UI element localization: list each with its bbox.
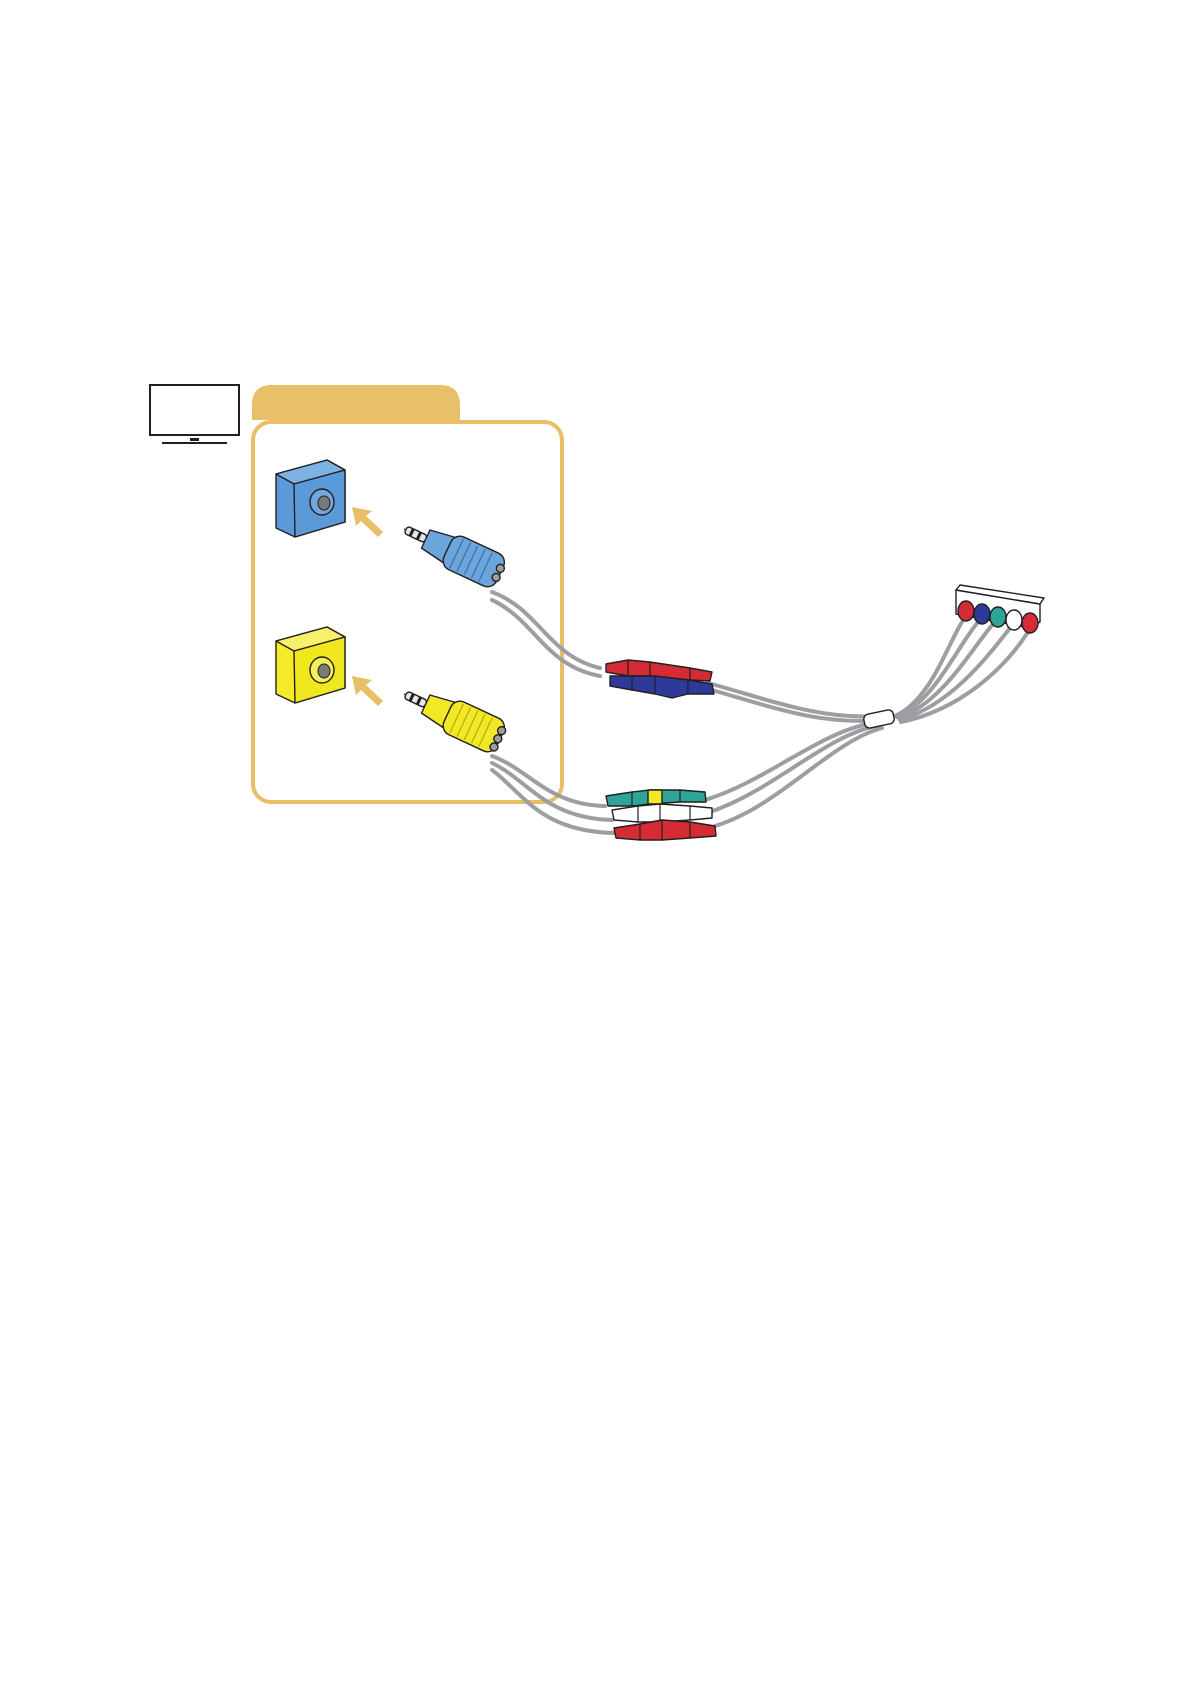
panel-tab <box>252 385 460 420</box>
red-rca-connector-2 <box>614 820 716 840</box>
device-port-blue <box>974 604 990 624</box>
splitter-to-device-cables <box>895 622 1028 722</box>
rca-to-splitter-cables <box>705 683 882 826</box>
red-blue-rca-connectors <box>606 660 714 698</box>
blue-jack <box>276 460 345 537</box>
device-port-white <box>1006 610 1022 630</box>
tv-icon <box>150 385 239 443</box>
green-white-red-rca-connectors <box>606 790 716 840</box>
green-rca-connector <box>606 790 706 806</box>
device-port-red-2 <box>1022 613 1038 633</box>
device-port-red <box>958 601 974 621</box>
device-port-bar <box>956 585 1044 633</box>
tv-port-panel <box>252 385 562 802</box>
cable-splitter <box>863 709 895 729</box>
yellow-jack <box>276 627 345 703</box>
device-port-green <box>990 607 1006 627</box>
